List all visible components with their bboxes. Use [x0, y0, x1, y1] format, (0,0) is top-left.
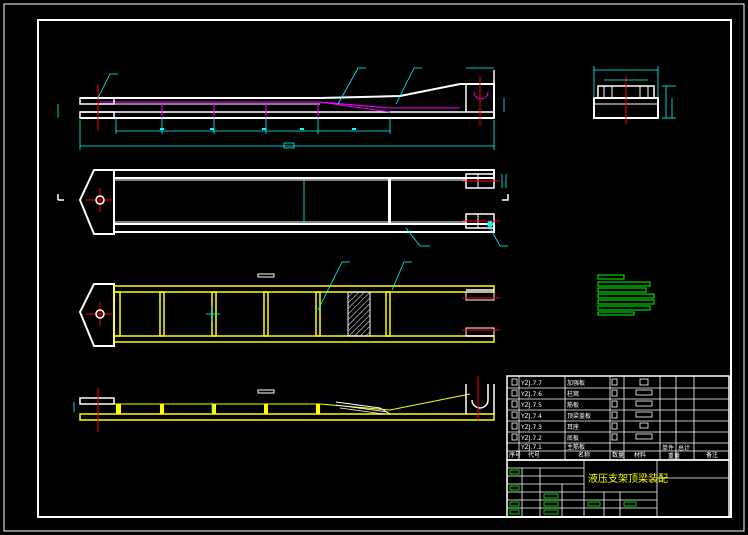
side-view	[593, 66, 676, 124]
bom-code-3: YZJ.7.5	[520, 402, 542, 409]
bom-header-unit: 单件	[662, 444, 674, 452]
bom-name-6: 底板	[567, 434, 579, 442]
bom-header-name: 名称	[578, 451, 590, 459]
bom-code-4: YZJ.7.4	[520, 413, 542, 420]
bom-header-code: 代号	[528, 451, 540, 459]
bottom-view	[73, 376, 495, 432]
bom-name-3: 筋板	[567, 401, 579, 409]
bom-name-4: 顶梁盖板	[567, 412, 591, 420]
bom-header-total: 总计	[678, 444, 690, 452]
bom-table: YZJ.7.7 加强板 YZJ.7.6 柱窝 YZJ.7.5 筋板 YZJ.7.…	[506, 375, 730, 461]
bom-name-5: 耳座	[567, 423, 579, 431]
front-view	[57, 67, 505, 150]
bom-code-6: YZJ.7.2	[520, 435, 542, 442]
bom-header-remark: 备注	[706, 451, 718, 459]
bom-name-1: 加强板	[567, 379, 585, 387]
inner-frame	[37, 19, 732, 518]
section-view	[78, 261, 500, 347]
bom-code-7: YZJ.7.1	[520, 444, 542, 451]
bom-header-no: 序号	[509, 451, 521, 459]
bom-header-qty: 数量	[612, 451, 624, 459]
drawing-title: 液压支架顶梁装配	[588, 472, 668, 485]
technical-notes	[597, 274, 655, 316]
bom-header-material: 材料	[634, 451, 646, 459]
bom-name-2: 柱窝	[567, 390, 579, 398]
bom-code-5: YZJ.7.3	[520, 424, 542, 431]
bom-name-7: 主筋板	[567, 443, 585, 451]
bom-code-2: YZJ.7.6	[520, 391, 542, 398]
bom-header-weight: 重量	[668, 452, 680, 460]
bom-code-1: YZJ.7.7	[520, 380, 542, 387]
title-block: 液压支架顶梁装配	[506, 459, 730, 518]
outer-frame	[3, 3, 745, 532]
plan-view	[57, 169, 509, 247]
